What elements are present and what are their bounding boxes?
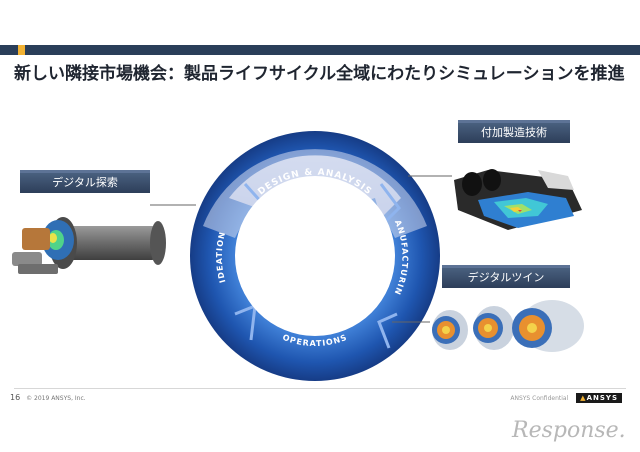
panel-label-additive-manufacturing: 付加製造技術	[458, 120, 570, 143]
footer-rule	[14, 388, 626, 389]
bracket-simulation-image	[454, 169, 582, 230]
page-number: 16	[10, 393, 21, 402]
copyright-text: © 2019 ANSYS, Inc.	[26, 395, 86, 402]
turbine-engines-image	[432, 300, 584, 352]
footer-left: 16 © 2019 ANSYS, Inc.	[10, 393, 86, 402]
divider-2	[379, 183, 401, 228]
engine-1	[432, 310, 468, 350]
engine-2	[473, 306, 514, 350]
divider-3	[377, 312, 398, 349]
header-accent	[18, 45, 25, 55]
lifecycle-ring: DESIGN & ANALYSIS MANUFACTURING OPERATIO…	[185, 126, 440, 381]
panel-label-digital-twin: デジタルツイン	[442, 265, 570, 288]
ring-center	[235, 176, 395, 336]
slide-title: 新しい隣接市場機会：製品ライフサイクル全域にわたりシミュレーションを推進	[14, 64, 625, 84]
panel-label-digital-exploration: デジタル探索	[20, 170, 150, 193]
ansys-logo: ▲ANSYS	[576, 393, 622, 403]
response-watermark: Response.	[512, 418, 626, 443]
segment-design-shade	[203, 149, 427, 238]
header-bar	[0, 45, 640, 55]
confidential-text: ANSYS Confidential	[510, 395, 569, 402]
engine-3	[512, 300, 584, 352]
pipe-simulation-image	[12, 217, 166, 274]
label-ideation: IDEATION	[215, 230, 228, 284]
footer-right: ANSYS Confidential ▲ANSYS	[510, 393, 622, 403]
